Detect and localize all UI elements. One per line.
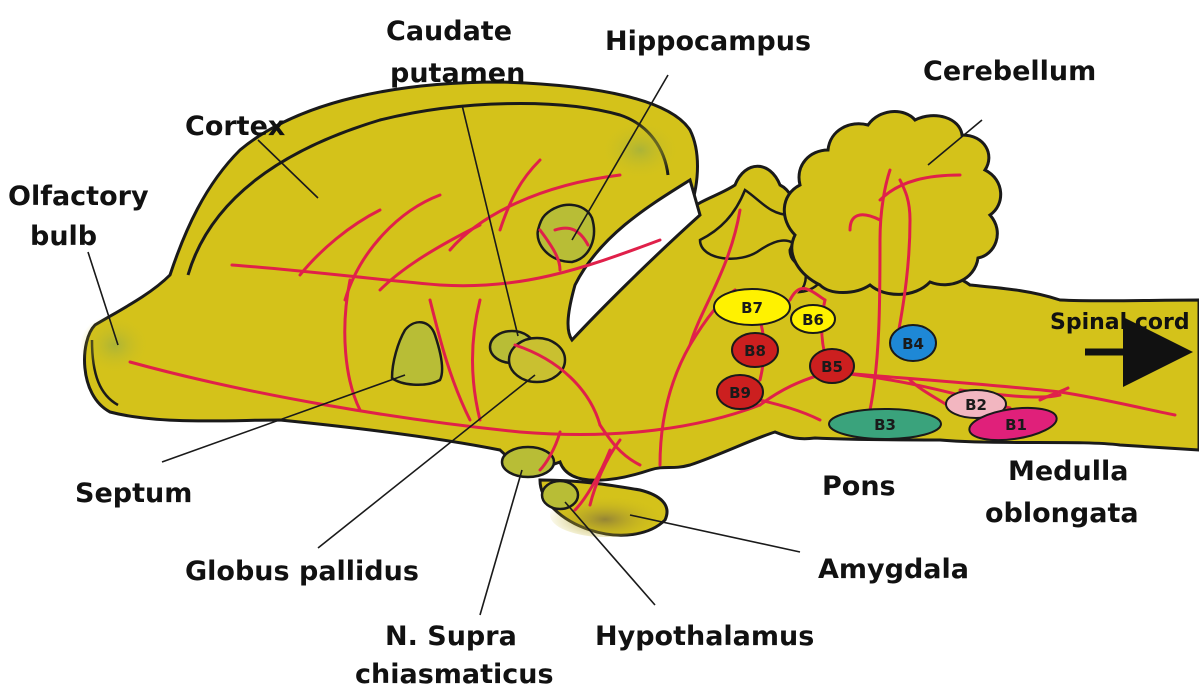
caudate-putamen-label: Caudate putamen <box>386 16 525 89</box>
nucleus-B3: B3 <box>829 409 941 439</box>
nucleus-B5: B5 <box>810 349 854 383</box>
pons-label: Pons <box>822 471 896 502</box>
hypothalamus-label: Hypothalamus <box>595 621 814 652</box>
nucleus-B9: B9 <box>717 375 763 409</box>
nucleus-B9-label: B9 <box>729 384 751 402</box>
medulla-oblongata-label: Medulla oblongata <box>985 456 1139 529</box>
nucleus-B4-label: B4 <box>902 335 924 353</box>
hypothalamus-region <box>542 481 578 509</box>
nucleus-B3-label: B3 <box>874 416 896 434</box>
nucleus-B7-label: B7 <box>741 299 763 317</box>
nucleus-B5-label: B5 <box>821 358 843 376</box>
cerebellum-shape <box>784 112 1000 295</box>
nucleus-B7: B7 <box>714 289 790 325</box>
spinal-cord-label: Spinal cord <box>1050 310 1190 335</box>
nucleus-B6: B6 <box>791 305 835 333</box>
nucleus-B8-label: B8 <box>744 342 766 360</box>
amygdala-label: Amygdala <box>818 554 969 585</box>
cerebellum-label: Cerebellum <box>923 56 1096 87</box>
hippocampus-region <box>538 205 594 262</box>
globus-pallidus-label: Globus pallidus <box>185 556 419 587</box>
septum-label: Septum <box>75 478 192 509</box>
n-supra-chiasmaticus-label: N. Supra chiasmaticus <box>355 621 554 690</box>
olfactory-bulb-label: Olfactory bulb <box>8 181 158 252</box>
nucleus-B1-label: B1 <box>1005 416 1027 434</box>
nucleus-B4: B4 <box>890 325 936 361</box>
cortex-label: Cortex <box>185 111 285 142</box>
nucleus-B8: B8 <box>732 333 778 367</box>
nucleus-B2-label: B2 <box>965 396 987 414</box>
nucleus-B6-label: B6 <box>802 311 824 329</box>
hippocampus-label: Hippocampus <box>605 26 811 57</box>
